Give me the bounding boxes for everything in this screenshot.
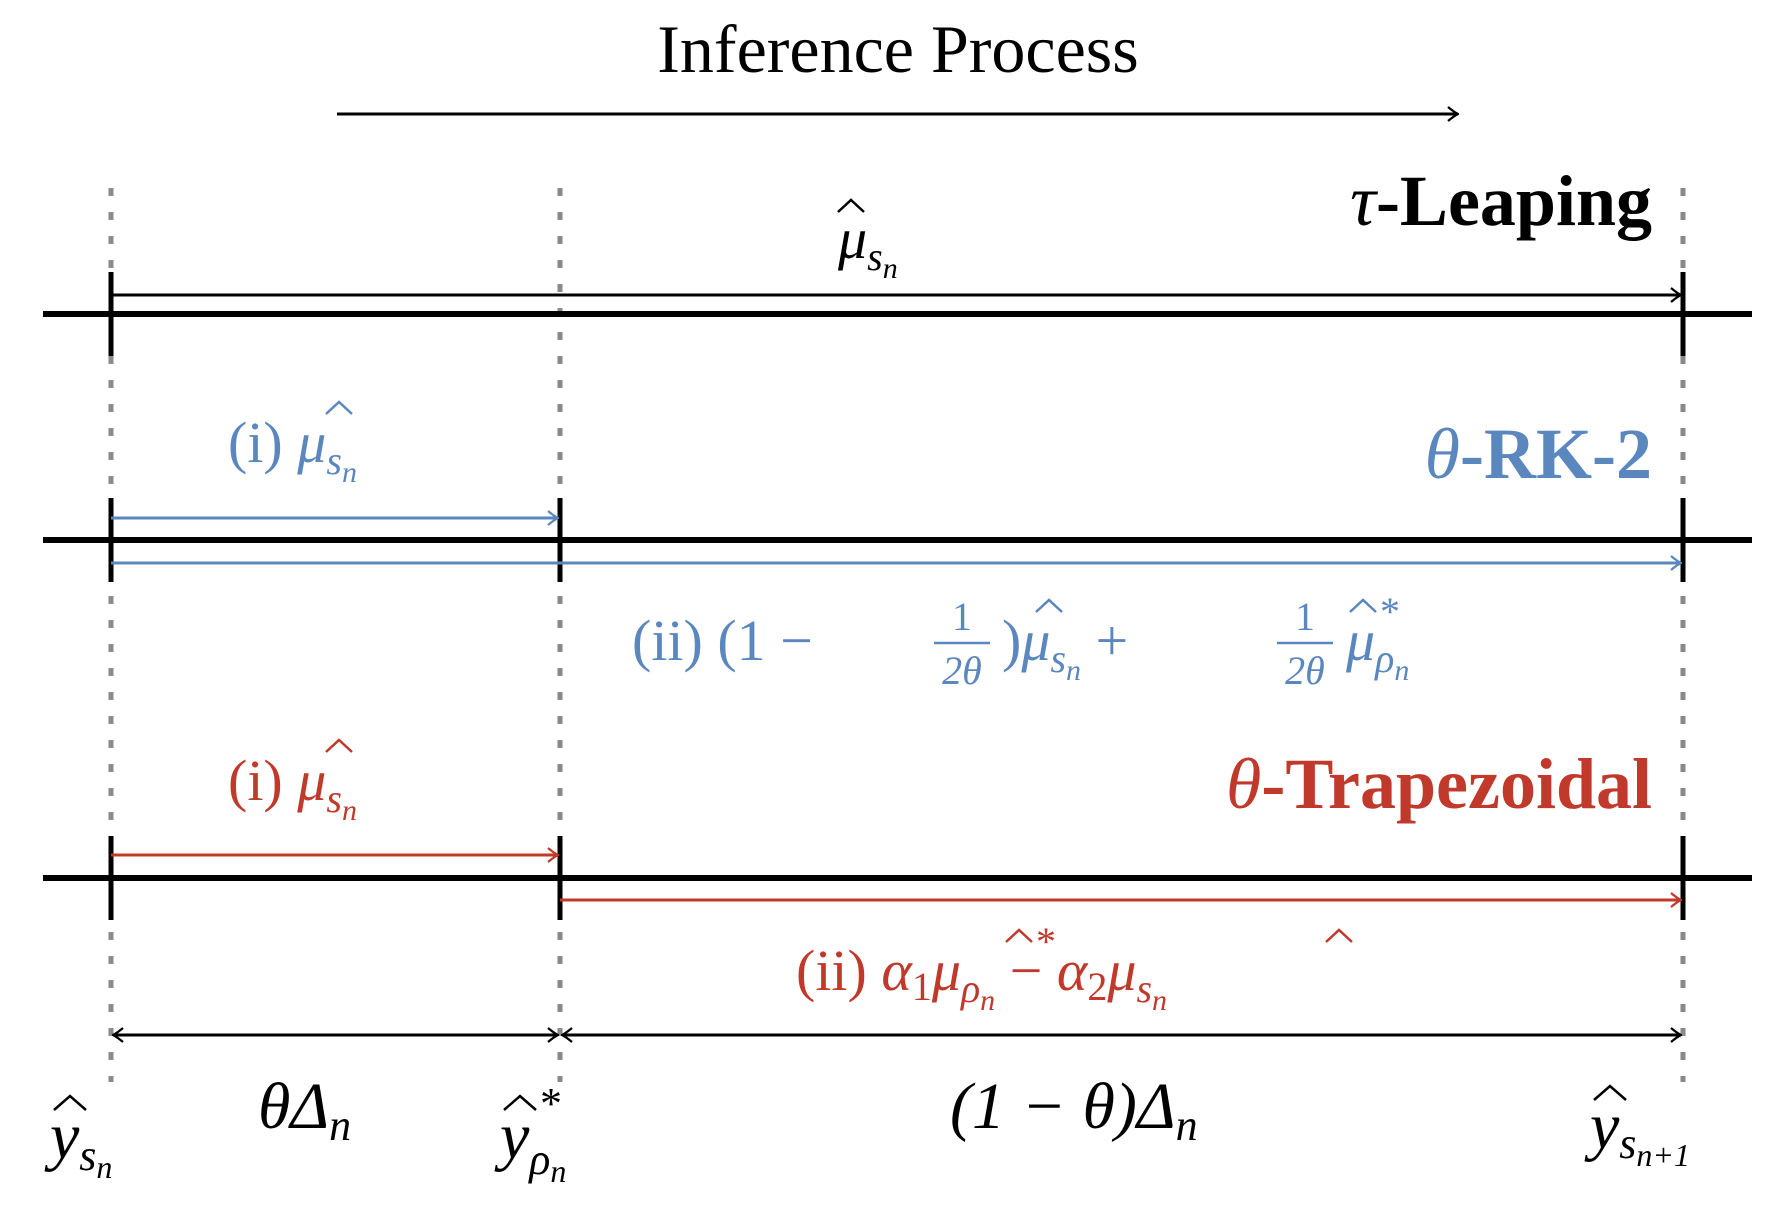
method-tau-leaping: τ-Leaping μsn [43,161,1752,356]
step-label-rk2-i: (i) μsn [228,400,357,489]
svg-text:(ii) α1μρn − α2μsn: (ii) α1μρn − α2μsn [796,938,1167,1017]
step-label-tau: μsn [837,198,898,285]
interval-label-second: (1 − θ)Δn [950,1070,1198,1150]
svg-text:)μsn +: )μsn + [1002,608,1128,687]
svg-text:ysn: ysn [44,1100,112,1185]
svg-text:*: * [540,1079,562,1128]
method-theta-trapezoidal: θ-Trapezoidal (i) μsn (ii) α1μρn − α2μsn… [43,738,1752,1017]
point-label-end: ysn+1 [1584,1084,1690,1173]
method-title-theta-trapezoidal: θ-Trapezoidal [1226,744,1652,824]
point-label-mid: yρn * [494,1079,566,1189]
method-title-theta-rk2: θ-RK-2 [1425,414,1652,494]
tau-symbol: τ [1350,161,1378,241]
svg-text:(ii) (1 −: (ii) (1 − [632,608,813,673]
interval-markers: θΔn (1 − θ)Δn [113,1035,1681,1150]
hat-icon [503,1094,537,1111]
diagram-title: Inference Process [657,11,1138,87]
svg-text:*: * [1380,589,1400,634]
svg-text:yρn: yρn [494,1100,566,1189]
hat-icon [837,198,865,213]
interval-label-first: θΔn [258,1070,351,1150]
hat-icon [325,738,353,753]
svg-text:(i) μsn: (i) μsn [228,748,357,827]
hat-icon [1325,928,1353,943]
step-label-trap-ii: (ii) α1μρn − α2μsn * [796,919,1353,1017]
step-label-rk2-ii: (ii) (1 − 1 2θ )μsn + 1 2θ μρn * [632,589,1409,693]
step-label-trap-i: (i) μsn [228,738,357,827]
svg-text:1: 1 [952,594,972,639]
hat-icon [1005,928,1033,943]
svg-text:ysn+1: ysn+1 [1584,1090,1690,1173]
hat-icon [53,1094,87,1111]
method-name: -Leaping [1376,161,1652,241]
point-label-start: ysn [44,1094,112,1185]
svg-text:(i) μsn: (i) μsn [228,410,357,489]
svg-text:2θ: 2θ [1285,648,1325,693]
hat-icon [1593,1084,1627,1101]
svg-text:μρn: μρn [1345,608,1409,687]
svg-text:2θ: 2θ [942,648,982,693]
hat-icon [1349,598,1377,613]
svg-text:μsn: μsn [837,206,898,285]
svg-text:1: 1 [1295,594,1315,639]
hat-icon [325,400,353,415]
method-title-tau-leaping: τ-Leaping [1350,161,1652,241]
hat-icon [1035,598,1063,613]
svg-text:*: * [1036,919,1056,964]
method-theta-rk2: θ-RK-2 (i) μsn (ii) (1 − 1 2θ )μsn + 1 2… [43,400,1752,693]
